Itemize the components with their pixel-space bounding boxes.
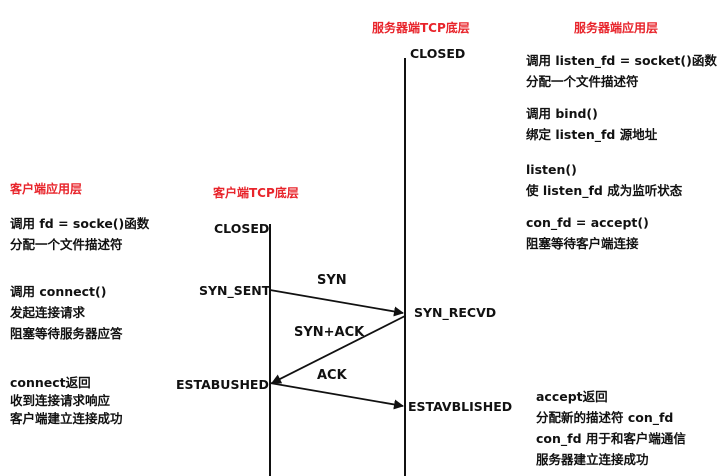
server-socket-note-line: 分配一个文件描述符: [526, 74, 639, 89]
client-socket-note: 调用 fd = socke()函数 分配一个文件描述符: [10, 213, 149, 255]
server-bind-note: 调用 bind() 绑定 listen_fd 源地址: [526, 103, 657, 145]
client-connect-note: 调用 connect() 发起连接请求 阻塞等待服务器应答: [10, 281, 123, 344]
client-socket-note-line: 调用 fd = socke()函数: [10, 216, 150, 231]
server-accept-note-line: 阻塞等待客户端连接: [526, 236, 639, 251]
server-socket-note-line: 调用 listen_fd = socket()函数: [526, 53, 717, 68]
server-established-state: ESTAVBLISHED: [408, 399, 513, 414]
client-connect-note-line: 调用 connect(): [10, 284, 107, 299]
server-tcp-header: 服务器端TCP底层: [372, 21, 470, 35]
client-connect-return-line: 收到连接请求响应: [10, 393, 111, 408]
client-closed-state: CLOSED: [214, 221, 270, 236]
server-socket-note: 调用 listen_fd = socket()函数 分配一个文件描述符: [526, 50, 717, 92]
client-connect-return-line: connect返回: [10, 375, 91, 390]
client-socket-note-line: 分配一个文件描述符: [10, 237, 123, 252]
ack-arrow: [269, 382, 404, 410]
client-connect-return-note: connect返回 收到连接请求响应 客户端建立连接成功: [10, 374, 123, 428]
server-app-header: 服务器端应用层: [574, 21, 659, 35]
syn-arrow: [269, 289, 404, 317]
syn-recvd-state: SYN_RECVD: [414, 305, 497, 320]
server-accept-note: con_fd = accept() 阻塞等待客户端连接: [526, 212, 649, 254]
server-accept-return-line: 分配新的描述符 con_fd: [536, 410, 674, 425]
syn-ack-arrow: [271, 315, 406, 384]
syn-ack-message-label: SYN+ACK: [294, 325, 365, 340]
server-accept-return-line: con_fd 用于和客户端通信: [536, 431, 686, 446]
server-bind-note-line: 绑定 listen_fd 源地址: [526, 127, 658, 142]
server-listen-note-line: listen(): [526, 162, 577, 177]
syn-sent-state: SYN_SENT: [199, 283, 271, 298]
syn-message-label: SYN: [317, 273, 347, 288]
server-bind-note-line: 调用 bind(): [526, 106, 598, 121]
server-accept-return-line: 服务器建立连接成功: [536, 452, 649, 467]
ack-message-label: ACK: [317, 368, 347, 383]
client-connect-note-line: 发起连接请求: [10, 305, 86, 320]
client-tcp-header: 客户端TCP底层: [213, 186, 299, 200]
client-connect-note-line: 阻塞等待服务器应答: [10, 326, 123, 341]
server-accept-note-line: con_fd = accept(): [526, 215, 649, 230]
server-listen-note: listen() 使 listen_fd 成为监听状态: [526, 159, 682, 201]
server-accept-return-line: accept返回: [536, 389, 608, 404]
client-established-state: ESTABUSHED: [176, 377, 269, 392]
server-closed-state: CLOSED: [410, 46, 466, 61]
client-app-header: 客户端应用层: [10, 182, 83, 196]
client-connect-return-line: 客户端建立连接成功: [10, 411, 123, 426]
server-accept-return-note: accept返回 分配新的描述符 con_fd con_fd 用于和客户端通信 …: [536, 386, 686, 470]
server-listen-note-line: 使 listen_fd 成为监听状态: [526, 183, 683, 198]
